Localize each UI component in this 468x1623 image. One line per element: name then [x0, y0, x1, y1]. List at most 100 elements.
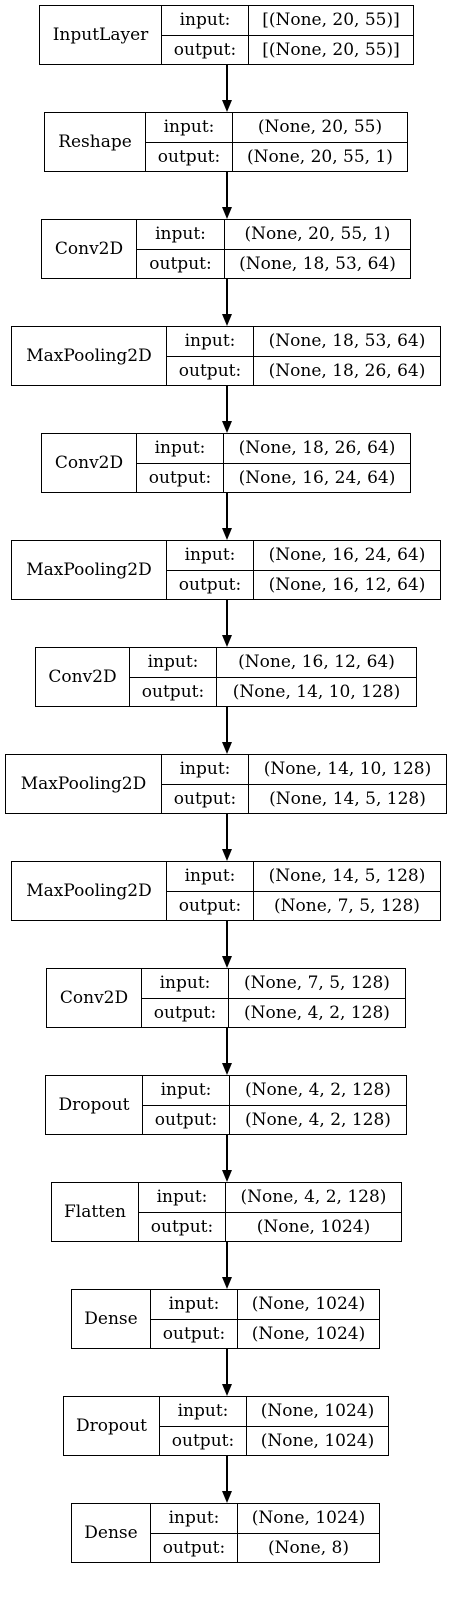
connector-line: [226, 1242, 228, 1277]
input-shape: (None, 1024): [238, 1504, 379, 1534]
shape-value-column: (None, 1024)(None, 8): [238, 1504, 379, 1562]
input-label: input:: [167, 862, 253, 892]
input-shape: (None, 16, 24, 64): [254, 541, 440, 571]
connector-line: [226, 1135, 228, 1170]
shape-value-column: (None, 16, 12, 64) (None, 14, 10, 128): [217, 648, 416, 706]
input-shape: (None, 18, 53, 64): [254, 327, 440, 357]
io-label-column: input:output:: [151, 1504, 238, 1562]
shape-value-column: (None, 1024)(None, 1024): [247, 1397, 388, 1455]
io-label-column: input:output:: [167, 862, 254, 920]
output-label: output:: [150, 1216, 214, 1237]
layer-name: MaxPooling2D: [12, 541, 167, 599]
arrowhead-icon: [222, 421, 232, 433]
shape-value-column: (None, 14, 10, 128) (None, 14, 5, 128): [249, 755, 446, 813]
connector-line: [226, 65, 228, 100]
layer-name: Conv2D: [42, 434, 137, 492]
output-label: output:: [178, 360, 242, 381]
input-label: input:: [160, 1397, 246, 1427]
input-shape: (None, 14, 10, 128): [249, 755, 446, 785]
input-label: input:: [167, 541, 253, 571]
arrowhead-icon: [222, 207, 232, 219]
layer-name: Conv2D: [47, 969, 142, 1027]
arrowhead-icon: [222, 1277, 232, 1289]
shape-value-column: (None, 7, 5, 128) (None, 4, 2, 128): [229, 969, 405, 1027]
input-shape: (None, 4, 2, 128): [226, 1183, 401, 1213]
layer-name: Dense: [72, 1504, 151, 1562]
output-label: output:: [141, 681, 205, 702]
io-label-column: input:output:: [151, 1290, 238, 1348]
connector-line: [226, 1028, 228, 1063]
output-shape: (None, 20, 55, 1): [247, 146, 393, 167]
layer-name: MaxPooling2D: [12, 862, 167, 920]
io-label-column: input:output:: [130, 648, 217, 706]
input-label: input:: [142, 969, 228, 999]
shape-value-column: (None, 18, 53, 64)(None, 18, 26, 64): [254, 327, 440, 385]
layer-name: InputLayer: [40, 6, 162, 64]
output-label: output:: [162, 1323, 226, 1344]
connector-line: [226, 493, 228, 528]
input-label: input:: [143, 1076, 229, 1106]
arrowhead-icon: [222, 314, 232, 326]
connector-line: [226, 172, 228, 207]
output-shape: (None, 4, 2, 128): [244, 1002, 390, 1023]
output-label: output:: [173, 788, 237, 809]
output-shape: (None, 14, 5, 128): [269, 788, 426, 809]
output-label: output:: [178, 574, 242, 595]
output-label: output:: [171, 1430, 235, 1451]
io-label-column: input: output:: [160, 1397, 247, 1455]
input-shape: (None, 16, 12, 64): [217, 648, 416, 678]
arrowhead-icon: [222, 849, 232, 861]
input-shape: (None, 18, 26, 64): [224, 434, 410, 464]
output-shape: (None, 14, 10, 128): [232, 681, 401, 702]
input-shape: [(None, 20, 55)]: [249, 6, 413, 36]
output-label: output:: [154, 1109, 218, 1130]
output-shape: (None, 16, 12, 64): [268, 574, 426, 595]
layer-name: Dense: [72, 1290, 151, 1348]
output-shape: (None, 7, 5, 128): [274, 895, 420, 916]
io-label-column: input: output:: [143, 1076, 230, 1134]
io-label-column: input: output:: [162, 755, 249, 813]
layer-name: MaxPooling2D: [12, 327, 167, 385]
input-label: input:: [139, 1183, 225, 1213]
io-label-column: input: output:: [167, 541, 254, 599]
io-label-column: input:output:: [137, 434, 224, 492]
io-label-column: input: output:: [142, 969, 229, 1027]
shape-value-column: (None, 14, 5, 128)(None, 7, 5, 128): [254, 862, 440, 920]
io-label-column: input:output:: [146, 113, 233, 171]
connector-line: [226, 814, 228, 849]
arrowhead-icon: [222, 528, 232, 540]
input-shape: (None, 7, 5, 128): [229, 969, 405, 999]
arrowhead-icon: [222, 742, 232, 754]
shape-value-column: (None, 4, 2, 128)(None, 4, 2, 128): [230, 1076, 406, 1134]
arrowhead-icon: [222, 1170, 232, 1182]
io-label-column: input:output:: [137, 220, 225, 278]
connector-line: [226, 600, 228, 635]
connector-line: [226, 386, 228, 421]
arrowhead-icon: [222, 635, 232, 647]
input-label: input:: [137, 434, 223, 464]
input-shape: (None, 1024): [238, 1290, 379, 1320]
arrowhead-icon: [222, 1063, 232, 1075]
connector-line: [226, 279, 228, 314]
connector-line: [226, 1456, 228, 1491]
layer-name: Dropout: [46, 1076, 143, 1134]
layer-name: Conv2D: [42, 220, 137, 278]
output-label: output:: [153, 1002, 217, 1023]
input-label: input:: [162, 755, 248, 785]
output-shape: [(None, 20, 55)]: [262, 39, 400, 60]
shape-value-column: (None, 4, 2, 128)(None, 1024): [226, 1183, 401, 1241]
input-label: input:: [162, 6, 248, 36]
output-label: output:: [162, 1537, 226, 1558]
arrowhead-icon: [222, 1491, 232, 1503]
output-shape: (None, 1024): [260, 1430, 375, 1451]
